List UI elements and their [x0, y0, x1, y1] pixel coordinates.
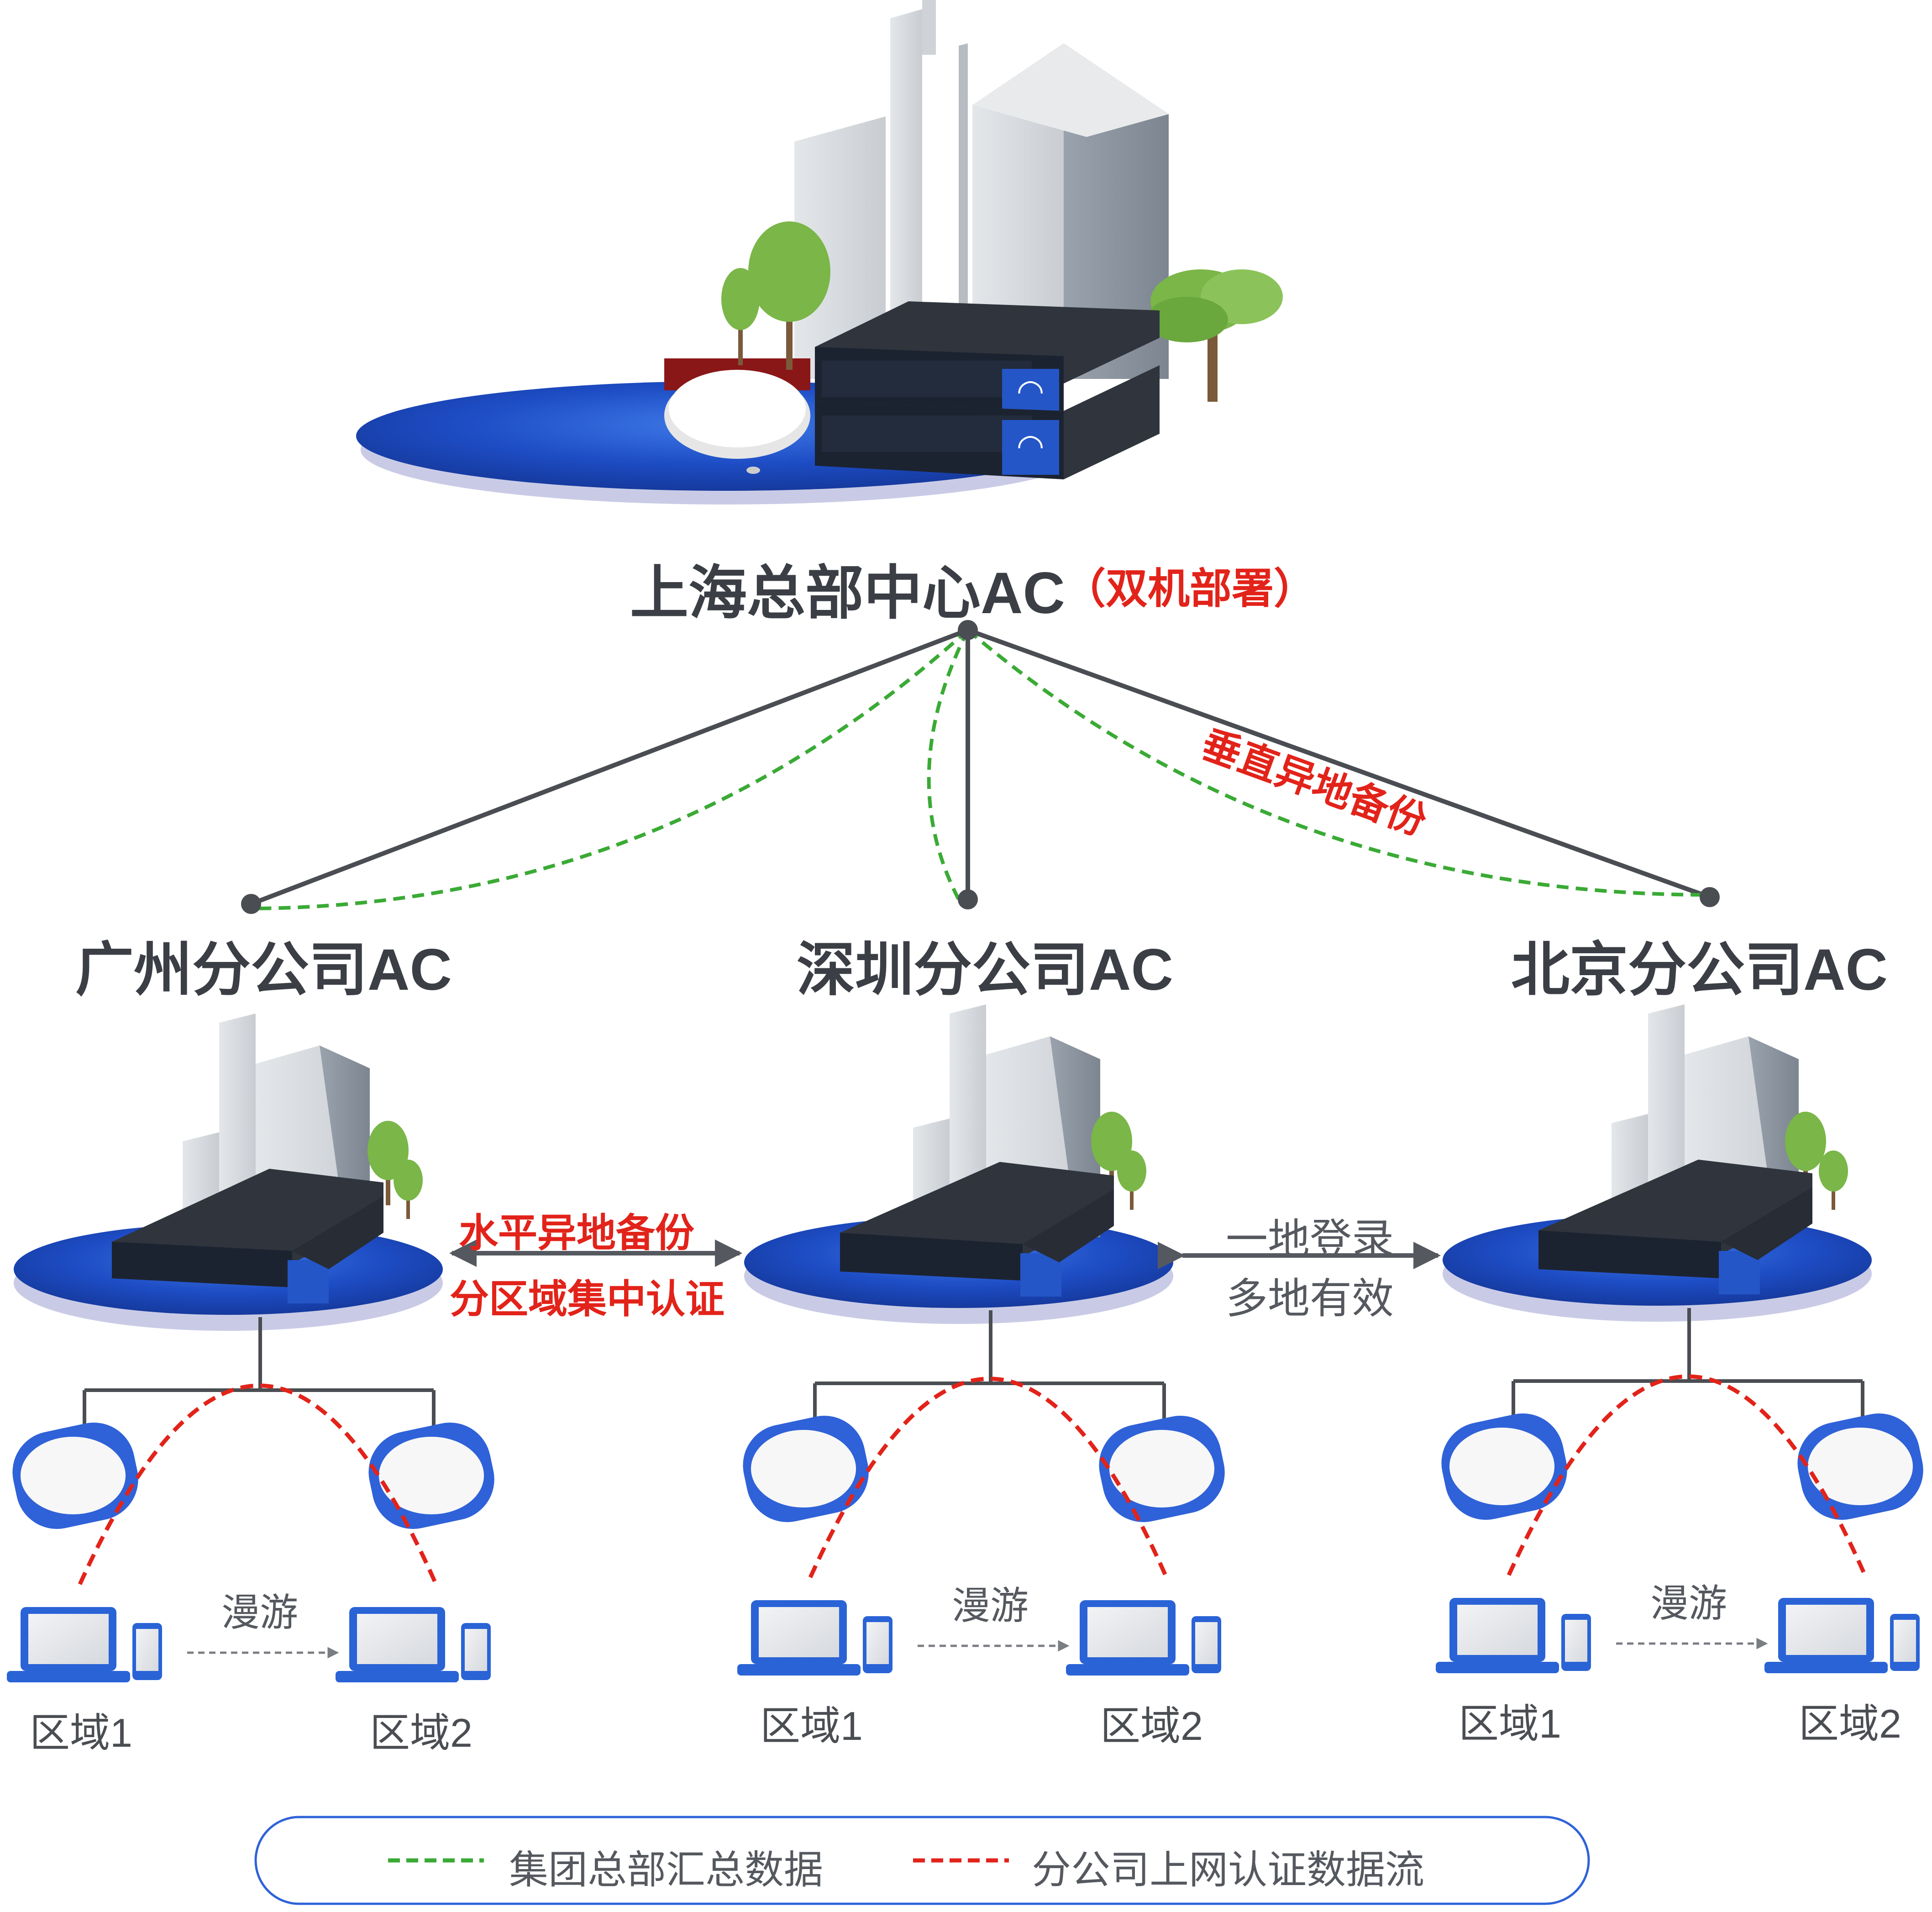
hq-tree-right [1146, 269, 1283, 402]
hq-node [958, 620, 978, 640]
svg-text:◠: ◠ [1016, 372, 1044, 410]
hq-ac-device-bottom: ◠ [815, 365, 1160, 479]
horizontal-backup-label: 水平异地备份 [459, 1211, 694, 1255]
green-dash-guangzhou [251, 629, 969, 910]
guangzhou-node [241, 894, 261, 914]
area1-label-shenzhen: 区域1 [760, 1703, 863, 1749]
hq-ac-device-top: ◠ [815, 301, 1160, 419]
hq-link-guangzhou [250, 628, 969, 906]
branch-shenzhen [744, 1004, 1173, 1324]
branch-title-beijing: 北京分公司AC [1511, 937, 1888, 1003]
hq-tree-left [721, 221, 830, 370]
green-dash-shenzhen [927, 629, 970, 900]
green-dash-beijing [966, 628, 1708, 897]
legend-red-label: 分公司上网认证数据流 [1032, 1848, 1424, 1892]
area1-label-beijing: 区域1 [1459, 1701, 1561, 1746]
branch-lower-guangzhou [7, 1317, 494, 1682]
area2-label-beijing: 区域2 [1799, 1701, 1901, 1746]
roam-label-beijing: 漫游 [1650, 1582, 1727, 1625]
valid-everywhere-label: 多地有效 [1226, 1276, 1394, 1322]
hq-links [241, 620, 1720, 914]
shenzhen-node [958, 889, 978, 909]
svg-text:◠: ◠ [1016, 427, 1044, 464]
zone-auth-label: 分区域集中认证 [450, 1277, 724, 1321]
login-once-label: 一地登录 [1226, 1216, 1394, 1263]
hq-group: ◠ ◠ [356, 0, 1283, 504]
legend-green-label: 集团总部汇总数据 [509, 1848, 823, 1892]
hq-deployment-note: （双机部署） [1064, 566, 1316, 612]
hq-link-beijing [967, 628, 1711, 899]
area2-label-guangzhou: 区域2 [370, 1710, 472, 1755]
roam-label-shenzhen: 漫游 [952, 1584, 1029, 1627]
area2-label-shenzhen: 区域2 [1100, 1703, 1203, 1749]
branch-title-guangzhou: 广州分公司AC [75, 937, 452, 1003]
roam-label-guangzhou: 漫游 [221, 1591, 299, 1634]
hq-access-point [664, 370, 810, 474]
legend [254, 1816, 1590, 1905]
area1-label-guangzhou: 区域1 [30, 1710, 132, 1755]
beijing-node [1700, 887, 1720, 907]
branch-beijing [1443, 1004, 1872, 1322]
hq-title: 上海总部中心AC [630, 561, 1065, 626]
branch-title-shenzhen: 深圳分公司AC [797, 937, 1173, 1003]
hq-buildings [664, 0, 1169, 390]
branch-guangzhou [14, 1014, 443, 1331]
